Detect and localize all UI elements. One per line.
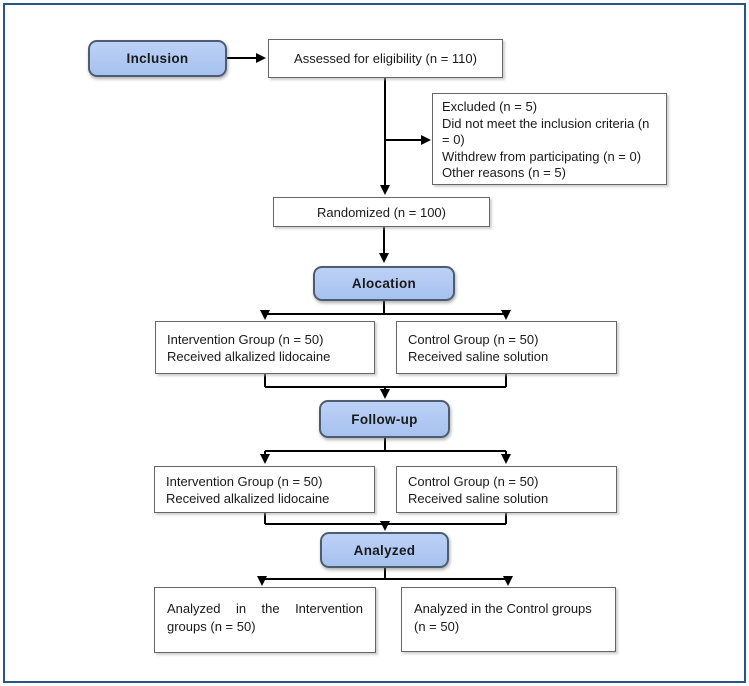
allocation-intervention-line-1: Intervention Group (n = 50) [167,331,324,347]
allocation-intervention-box: Intervention Group (n = 50) Received alk… [155,321,375,374]
assessed-text: Assessed for eligibility (n = 110) [294,51,477,66]
analyzed-control-box: Analyzed in the Control groups (n = 50) [401,587,616,652]
inclusion-stage-label: Inclusion [126,51,189,66]
excluded-line-3: Withdrew from participating (n = 0) [442,148,642,164]
excluded-line-1: Excluded (n = 5) [442,99,538,114]
analyzed-intervention-box: Analyzed in the Intervention groups (n =… [154,587,376,653]
followup-intervention-box: Intervention Group (n = 50) Received alk… [154,466,375,513]
analyzed-intervention-text: Analyzed in the Intervention groups (n =… [167,601,363,634]
allocation-control-box: Control Group (n = 50) Received saline s… [396,321,617,374]
excluded-line-4: Other reasons (n = 5) [442,165,566,180]
randomized-box: Randomized (n = 100) [273,197,490,227]
assessed-box: Assessed for eligibility (n = 110) [268,39,503,78]
analyzed-control-text: Analyzed in the Control groups (n = 50) [414,601,592,634]
allocation-stage-label: Alocation [351,276,417,291]
excluded-line-2: Did not meet the inclusion criteria (n =… [442,115,650,148]
analyzed-stage-box: Analyzed [320,532,449,568]
allocation-control-line-2: Received saline solution [408,348,549,364]
followup-control-line-1: Control Group (n = 50) [408,473,539,489]
allocation-control-line-1: Control Group (n = 50) [408,331,539,347]
followup-stage-box: Follow-up [319,400,450,438]
inclusion-stage-box: Inclusion [88,40,227,77]
allocation-intervention-line-2: Received alkalized lidocaine [167,348,331,364]
randomized-text: Randomized (n = 100) [317,204,446,220]
allocation-stage-box: Alocation [313,266,455,301]
followup-stage-label: Follow-up [351,411,418,427]
followup-intervention-line-2: Received alkalized lidocaine [166,490,330,506]
excluded-box: Excluded (n = 5) Did not meet the inclus… [432,93,667,185]
followup-control-box: Control Group (n = 50) Received saline s… [396,466,617,513]
followup-control-line-2: Received saline solution [408,490,549,506]
followup-intervention-line-1: Intervention Group (n = 50) [166,473,323,489]
analyzed-stage-label: Analyzed [353,542,416,558]
